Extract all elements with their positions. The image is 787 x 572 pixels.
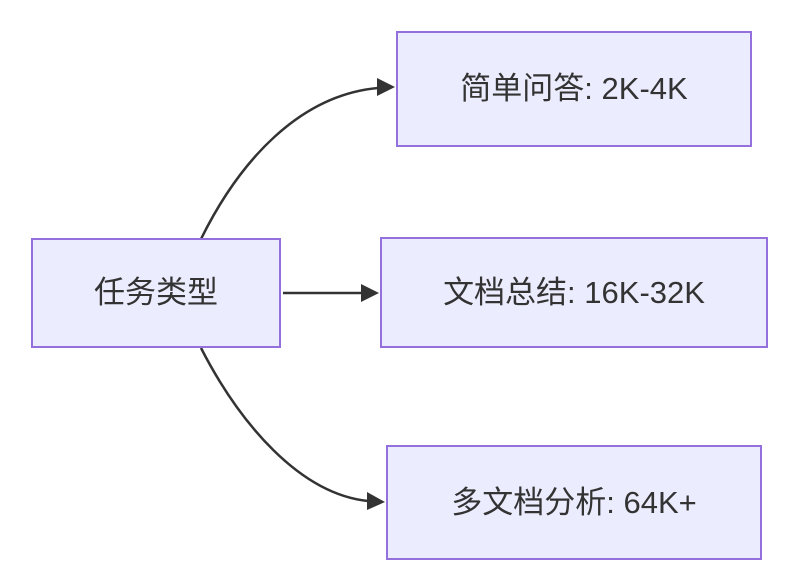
arrow-head-icon	[377, 78, 395, 96]
arrow-head-icon	[367, 492, 385, 510]
edge-line	[199, 86, 379, 240]
node-multi-doc-analysis: 多文档分析: 64K+	[386, 445, 762, 560]
node-task-type-label: 任务类型	[94, 275, 218, 311]
edge-root-to-multi-doc	[199, 347, 385, 510]
edge-root-to-simple-qa	[199, 78, 395, 240]
node-doc-summary: 文档总结: 16K-32K	[380, 237, 768, 348]
node-simple-qa: 简单问答: 2K-4K	[396, 31, 752, 147]
node-simple-qa-label: 简单问答: 2K-4K	[460, 71, 688, 107]
edge-line	[199, 347, 369, 503]
node-multi-doc-analysis-label: 多文档分析: 64K+	[451, 484, 697, 520]
edge-root-to-doc-summary	[283, 284, 379, 302]
node-task-type: 任务类型	[31, 238, 281, 348]
node-doc-summary-label: 文档总结: 16K-32K	[443, 274, 705, 310]
arrow-head-icon	[361, 284, 379, 302]
